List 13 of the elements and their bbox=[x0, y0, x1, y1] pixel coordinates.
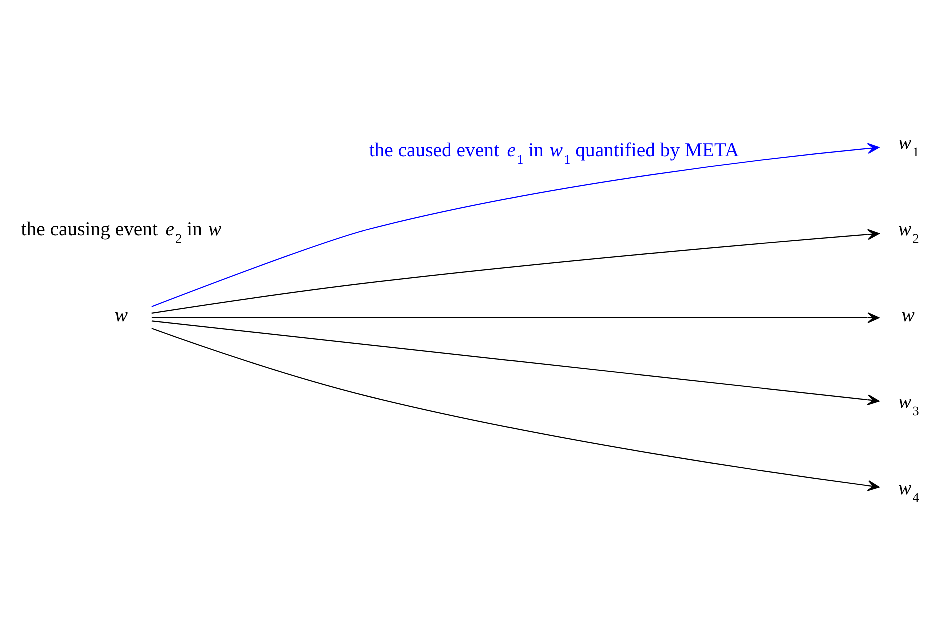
node-text: w$_{3}$ bbox=[898, 391, 920, 419]
arrow bbox=[152, 143, 880, 308]
arrow bbox=[152, 312, 880, 324]
arrow bbox=[152, 229, 880, 314]
edge-label: the caused event e$_{1}$ in w$_{1}$ quantified by META bbox=[369, 139, 740, 167]
node-text: w bbox=[114, 304, 128, 327]
arrow bbox=[152, 320, 880, 406]
arrow bbox=[152, 328, 880, 492]
node-text: w bbox=[902, 304, 915, 327]
node-text: w$_{2}$ bbox=[898, 218, 920, 246]
label: the causing event e$_{2}$ in w bbox=[21, 218, 222, 246]
node-text: w$_{4}$ bbox=[898, 478, 920, 506]
node-text: w$_{1}$ bbox=[898, 132, 920, 160]
